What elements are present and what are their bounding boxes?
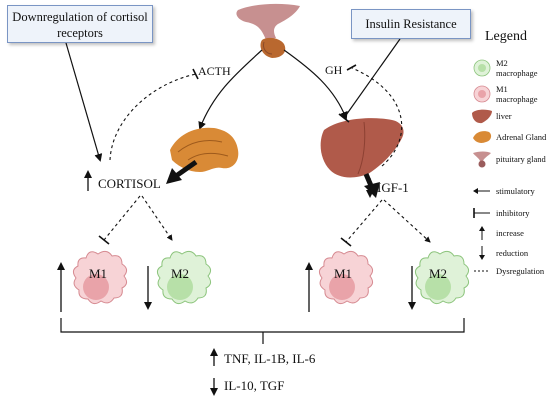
- legend-label: reduction: [496, 248, 529, 258]
- igf1-stimulates-m2-dashed: [383, 199, 431, 243]
- igf1-inhibits-gh-dashed: [351, 67, 403, 167]
- legend-item-m2-macrophage: M2 macrophage: [470, 58, 550, 78]
- adrenal-gland-icon: [470, 128, 494, 146]
- macrophage-bracket: [60, 318, 465, 344]
- legend-item-dysregulation: Dysregulation: [470, 262, 544, 280]
- legend-item-adrenal-gland: Adrenal Gland: [470, 128, 546, 146]
- legend-label: liver: [496, 111, 512, 121]
- legend-item-increase: increase: [470, 224, 524, 242]
- igf1-inhibits-m1-dashed: [345, 199, 383, 243]
- stimulatory-arrow-icon: [470, 182, 494, 200]
- igf1-reduction-arrow: [366, 178, 374, 198]
- m1-macrophage-right: [318, 250, 374, 305]
- m2-macrophage-icon: [470, 59, 494, 77]
- cortisol-label: CORTISOL: [98, 176, 161, 191]
- adrenal-gland-icon: [170, 127, 239, 172]
- m1-macrophage-left: [72, 250, 128, 305]
- m2-right-reduction-arrow: [408, 266, 416, 310]
- m1-right-label: M1: [334, 266, 353, 281]
- legend-label: increase: [496, 228, 524, 238]
- legend-label: pituitary gland: [496, 154, 546, 164]
- cortisol-receptors-box: Downregulation of cortisol receptors: [7, 5, 153, 43]
- receptors-to-cortisol-arrow: [65, 42, 103, 162]
- legend-item-stimulatory: stimulatory: [470, 182, 535, 200]
- m1-macrophage-icon: [470, 85, 494, 103]
- insulin-resistance-text: Insulin Resistance: [365, 17, 457, 31]
- pituitary-to-adrenal-arrow: [198, 49, 263, 130]
- m2-macrophage-left: [156, 250, 212, 305]
- dashed-line-icon: [470, 262, 494, 280]
- inhibitory-tbar-icon: [470, 204, 494, 222]
- legend-item-pituitary-gland: pituitary gland: [470, 150, 546, 168]
- legend-item-reduction: reduction: [470, 244, 528, 262]
- cortisol-stimulates-m2-dashed: [141, 195, 173, 241]
- m2-left-reduction-arrow: [144, 266, 152, 310]
- m2-left-label: M2: [171, 266, 190, 281]
- legend-label: Adrenal Gland: [496, 132, 547, 142]
- m1-left-label: M1: [89, 266, 108, 281]
- reduction-arrow-icon: [470, 244, 494, 262]
- m1-right-increase-arrow: [305, 262, 313, 312]
- cortisol-increase-arrow: [84, 170, 92, 191]
- cytokines-increase-arrow: [210, 348, 218, 366]
- cytokines-up-label: TNF, IL-1B, IL-6: [224, 351, 316, 366]
- legend-item-m1-macrophage: M1 macrophage: [470, 84, 550, 104]
- legend-title: Legend: [485, 29, 527, 44]
- gh-label: GH: [325, 63, 343, 77]
- legend-label: M1 macrophage: [496, 84, 538, 104]
- legend-label: M2 macrophage: [496, 58, 538, 78]
- cytokines-down-label: IL-10, TGF: [224, 378, 285, 393]
- pituitary-to-liver-arrow: [283, 49, 348, 120]
- legend-label: inhibitory: [496, 208, 530, 218]
- adrenal-to-cortisol-thick-arrow: [174, 159, 198, 179]
- igf1-label: IGF-1: [377, 180, 409, 195]
- pituitary-gland-icon: [236, 3, 300, 58]
- increase-arrow-icon: [470, 224, 494, 242]
- legend-item-inhibitory: inhibitory: [470, 204, 530, 222]
- cytokines-reduction-arrow: [210, 378, 218, 396]
- legend-item-liver: liver: [470, 107, 512, 125]
- acth-label: ACTH: [198, 64, 231, 78]
- m2-macrophage-right: [414, 250, 470, 305]
- cortisol-inhibits-m1-dashed: [103, 195, 141, 241]
- liver-icon: [320, 118, 404, 178]
- cortisol-receptors-text: Downregulation of cortisol receptors: [12, 10, 148, 40]
- m2-right-label: M2: [429, 266, 448, 281]
- m1-left-increase-arrow: [57, 262, 65, 312]
- pituitary-gland-icon: [470, 150, 494, 168]
- liver-icon: [470, 107, 494, 125]
- legend-label: Dysregulation: [496, 266, 545, 276]
- insulin-resistance-box: Insulin Resistance: [351, 9, 471, 39]
- legend-label: stimulatory: [496, 186, 535, 196]
- cortisol-inhibits-acth-dashed: [109, 73, 197, 161]
